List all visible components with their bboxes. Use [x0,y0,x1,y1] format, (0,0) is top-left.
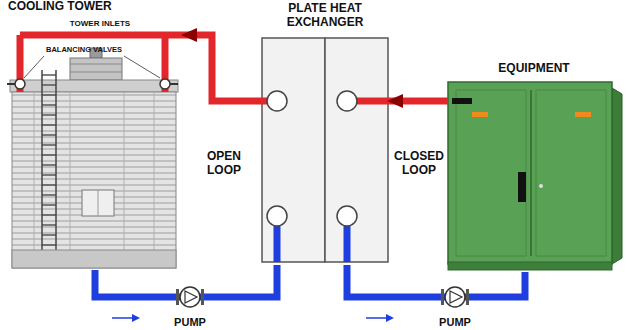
pump: PUMP [168,284,212,329]
equipment-cabinet: EQUIPMENT [448,62,620,272]
cooling-tower: COOLING TOWER [8,0,182,270]
pipe [212,265,277,297]
node-heading: PLATE HEAT EXCHANGER [262,2,388,30]
node-heading: PUMP [439,316,471,329]
plate-heat-exchanger: PLATE HEAT EXCHANGER [262,2,388,265]
pipe [347,265,433,297]
loop-label: CLOSED LOOP [389,150,449,178]
pipe [388,98,448,105]
node-heading: PUMP [174,316,206,329]
loop-label: OPEN LOOP [190,150,258,178]
node-heading: COOLING TOWER [8,0,112,14]
equipment-cabinet-drawing [448,82,622,270]
pipe [182,35,262,101]
pipe [95,270,168,297]
flow-arrows [112,314,394,322]
pipe [477,272,525,297]
heat-exchanger-drawing [262,38,388,262]
tower-inlets-label: TOWER INLETS [60,19,140,28]
node-heading: EQUIPMENT [498,62,569,76]
pump: PUMP [433,284,477,329]
valves-label: BALANCING VALVES [38,46,130,55]
cooling-tower-drawing [7,35,182,268]
